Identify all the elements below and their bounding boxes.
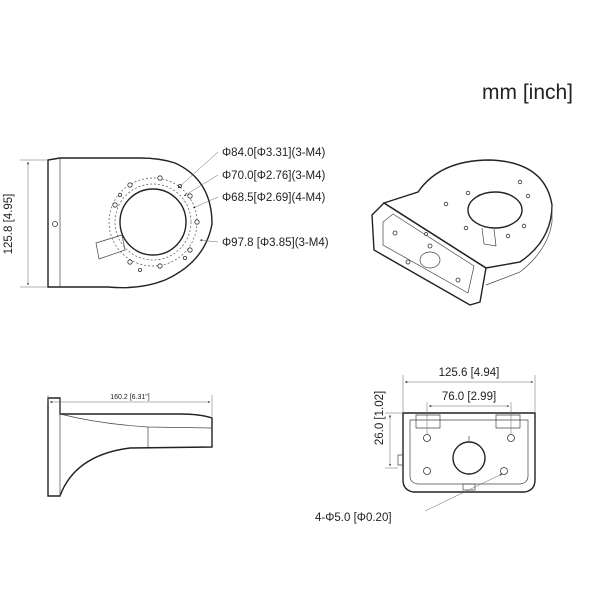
iso-center-opening: [467, 191, 523, 229]
top-view-height-dimension: 125.8 [4.95]: [3, 194, 15, 255]
iso-cable-slot: [481, 227, 497, 247]
back-plate-outline: [402, 412, 536, 493]
back-plate-lug-right: [495, 414, 521, 429]
back-view-width-dimension: 125.6 [4.94]: [439, 367, 500, 379]
isometric-view: [371, 159, 553, 306]
bolt-circle-inner: [114, 183, 192, 261]
bolt-holes: [112, 175, 200, 272]
back-plate-inner-edge: [409, 419, 529, 485]
iso-holes: [392, 179, 531, 283]
iso-arm-underside: [485, 205, 553, 286]
back-plate-bottom-notch: [462, 483, 476, 491]
center-opening: [119, 188, 187, 256]
back-view-hole-spacing-dimension: 76.0 [2.99]: [442, 391, 496, 403]
callout-bolt-circle-70: Φ70.0[Φ2.76](3-M4): [222, 170, 326, 182]
side-view: 160.2 [6.31"]: [47, 394, 213, 497]
back-plate-cable-hole: [452, 441, 486, 475]
hole-diameter-callout: 4-Φ5.0 [Φ0.20]: [315, 512, 392, 524]
side-view-length-dimension: 160.2 [6.31"]: [110, 394, 150, 401]
back-plate-lug-left: [415, 414, 441, 429]
iso-back-plate-inner: [382, 213, 475, 294]
back-plate-side-tab: [397, 454, 403, 466]
units-label: mm [inch]: [482, 81, 573, 104]
mounting-screw-hole: [52, 221, 58, 227]
callout-bolt-circle-68-5: Φ68.5[Φ2.69](4-M4): [222, 192, 326, 204]
callout-bolt-circle-84: Φ84.0[Φ3.31](3-M4): [222, 147, 326, 159]
back-view: 125.6 [4.94] 76.0 [2.99] 26.0 [1.02] 4-Φ…: [315, 367, 536, 524]
bolt-circle-outer: [108, 177, 198, 267]
side-view-top-curve: [59, 413, 213, 429]
iso-arm-body: [382, 159, 553, 269]
back-view-depth-dimension: 26.0 [1.02]: [374, 391, 386, 445]
cable-slot: [95, 234, 126, 260]
top-view: 125.8 [4.95] Φ84.0[Φ3.31](3-M4) Φ70.0[Φ2…: [3, 147, 329, 289]
top-view-outline: [47, 157, 213, 289]
top-view-callouts: Φ84.0[Φ3.31](3-M4) Φ70.0[Φ2.76](3-M4) Φ6…: [177, 147, 329, 249]
back-plate-mounting-holes: [423, 434, 515, 475]
iso-plate-cable-hole: [419, 251, 441, 269]
hole-callout-leader: [424, 473, 503, 512]
callout-bolt-circle-97-8: Φ97.8 [Φ3.85](3-M4): [222, 237, 329, 249]
side-view-outline: [47, 397, 213, 497]
